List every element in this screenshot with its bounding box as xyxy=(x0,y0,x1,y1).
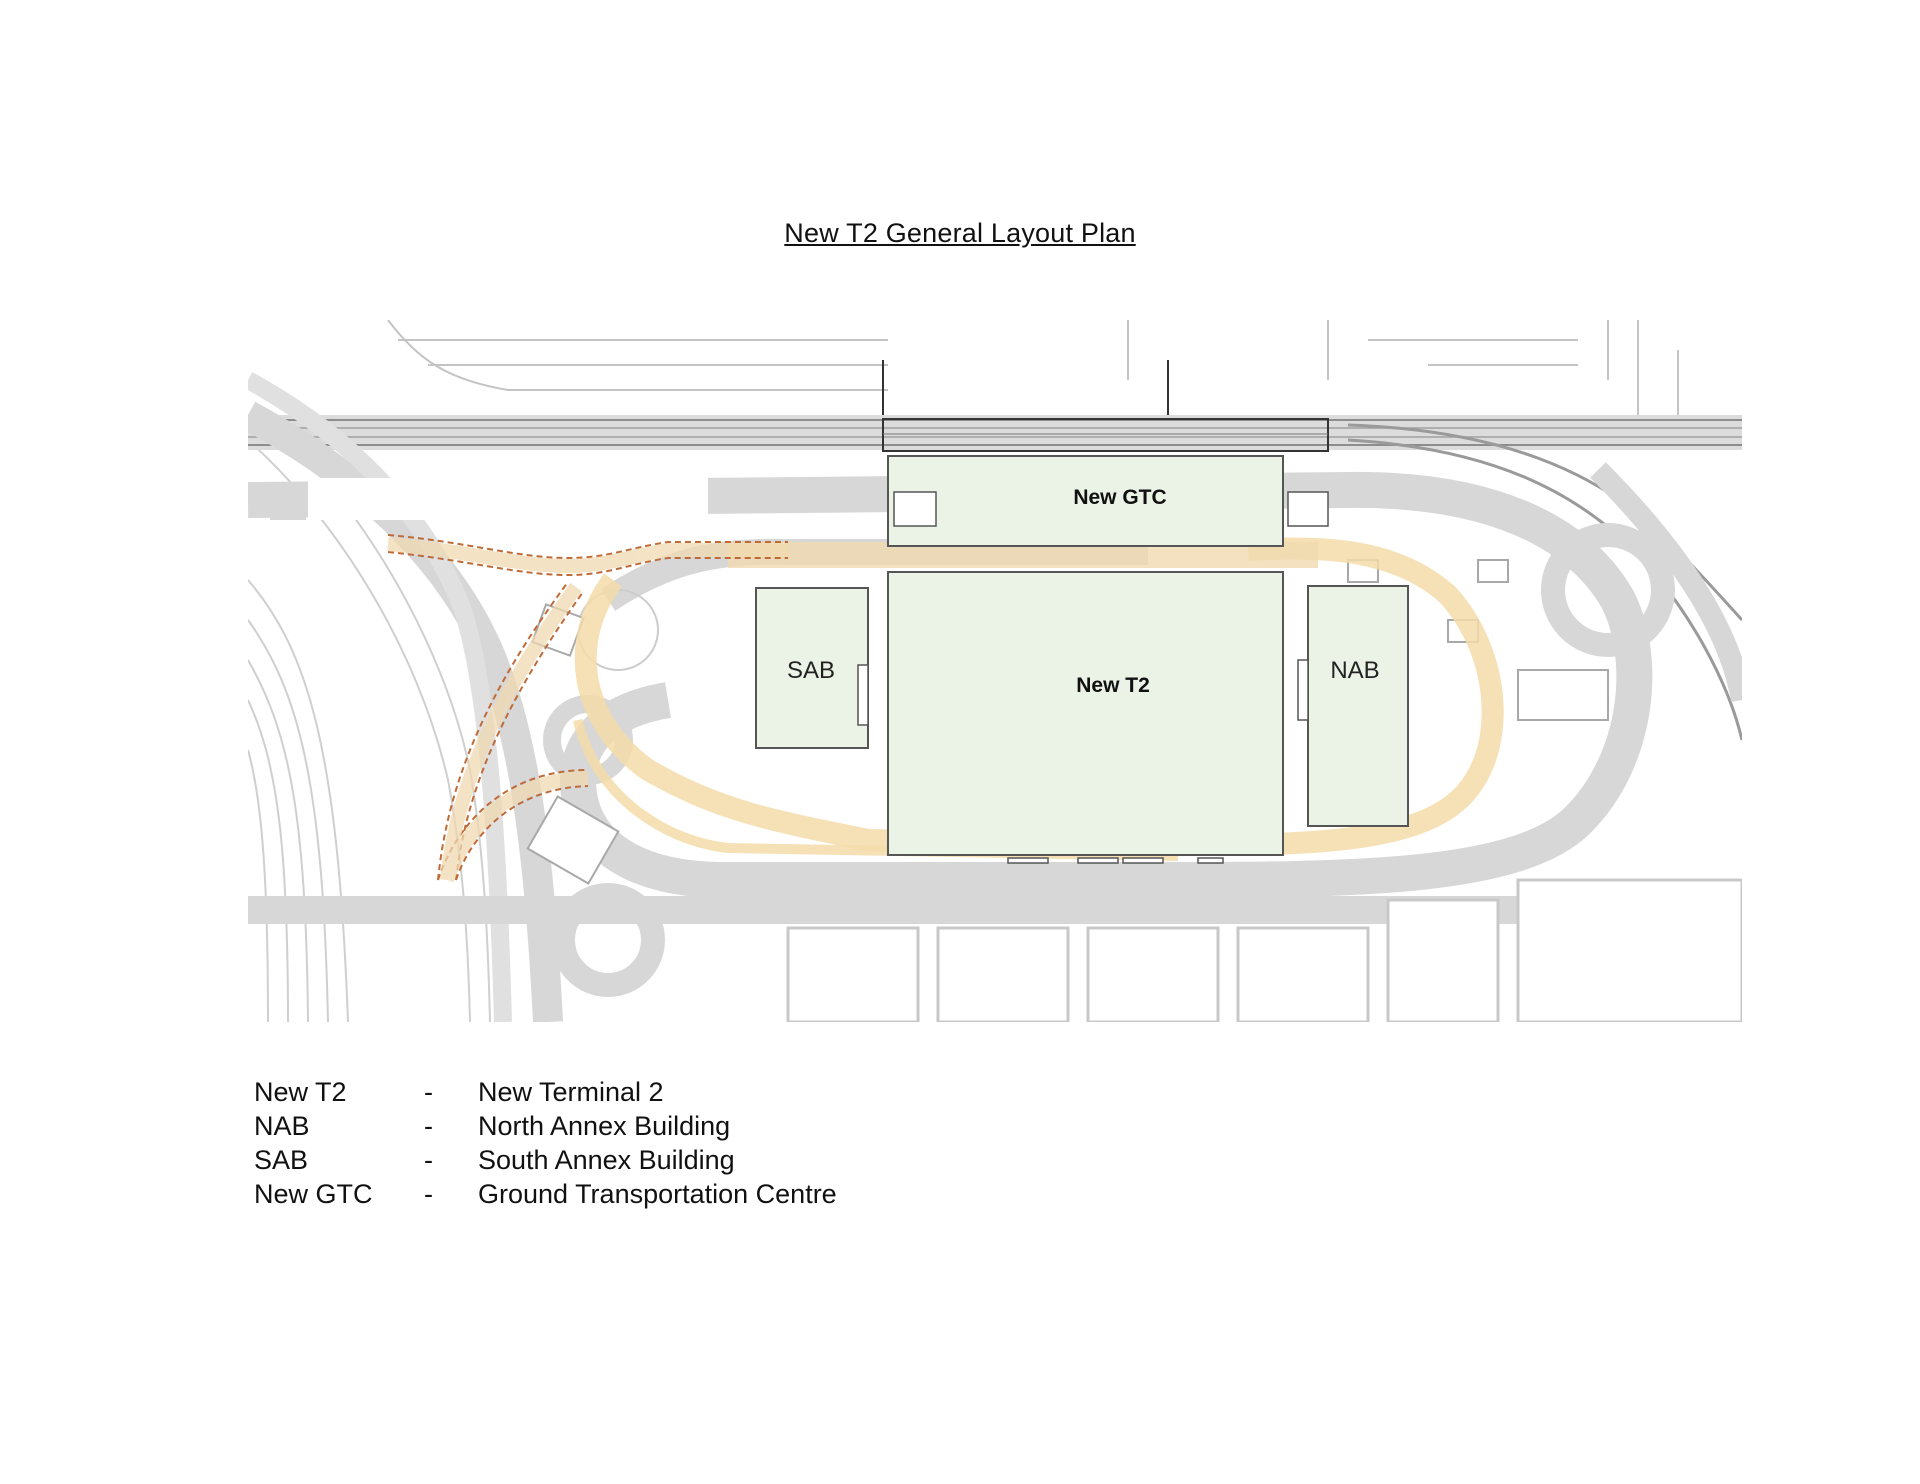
legend-separator: - xyxy=(424,1111,433,1141)
legend-separator: - xyxy=(424,1179,433,1209)
ramp-fill xyxy=(387,537,788,883)
building-sab xyxy=(755,587,869,749)
legend-description: South Annex Building xyxy=(478,1145,735,1175)
proposed-roadway xyxy=(573,537,1504,861)
legend-row: New GTC - Ground Transportation Centre xyxy=(254,1177,837,1211)
building-t2 xyxy=(887,571,1284,856)
building-nab xyxy=(1307,585,1409,827)
left-curved-tracks xyxy=(248,419,491,1022)
top-parking-area xyxy=(387,320,1679,415)
site-plan-drawing: New GTC New T2 SAB NAB xyxy=(248,320,1742,1022)
legend-separator: - xyxy=(424,1077,433,1107)
bottom-parking-blocks xyxy=(786,878,1742,1022)
legend-separator: - xyxy=(424,1145,433,1175)
label-t2: New T2 xyxy=(1076,674,1150,697)
gtc-canopy xyxy=(882,360,1329,452)
railway-corridor xyxy=(248,415,1742,741)
legend-description: New Terminal 2 xyxy=(478,1077,664,1107)
legend-row: NAB - North Annex Building xyxy=(254,1109,837,1143)
legend-description: Ground Transportation Centre xyxy=(478,1179,837,1209)
label-nab: NAB xyxy=(1330,657,1379,684)
legend-abbr: SAB xyxy=(254,1145,309,1175)
label-gtc: New GTC xyxy=(1073,486,1166,509)
building-details xyxy=(857,491,1329,864)
page-title: New T2 General Layout Plan xyxy=(784,218,1136,248)
elevated-deck xyxy=(308,478,708,520)
legend-row: New T2 - New Terminal 2 xyxy=(254,1075,837,1109)
label-sab: SAB xyxy=(787,657,835,684)
legend-abbr: New GTC xyxy=(254,1179,373,1209)
legend-row: SAB - South Annex Building xyxy=(254,1143,837,1177)
legend-abbr: New T2 xyxy=(254,1077,347,1107)
legend-abbr: NAB xyxy=(254,1111,310,1141)
legend: New T2 - New Terminal 2 NAB - North Anne… xyxy=(254,1075,837,1211)
building-gtc xyxy=(887,455,1284,547)
legend-description: North Annex Building xyxy=(478,1111,731,1141)
site-layout-plan: New GTC New T2 SAB NAB xyxy=(248,320,1742,1022)
